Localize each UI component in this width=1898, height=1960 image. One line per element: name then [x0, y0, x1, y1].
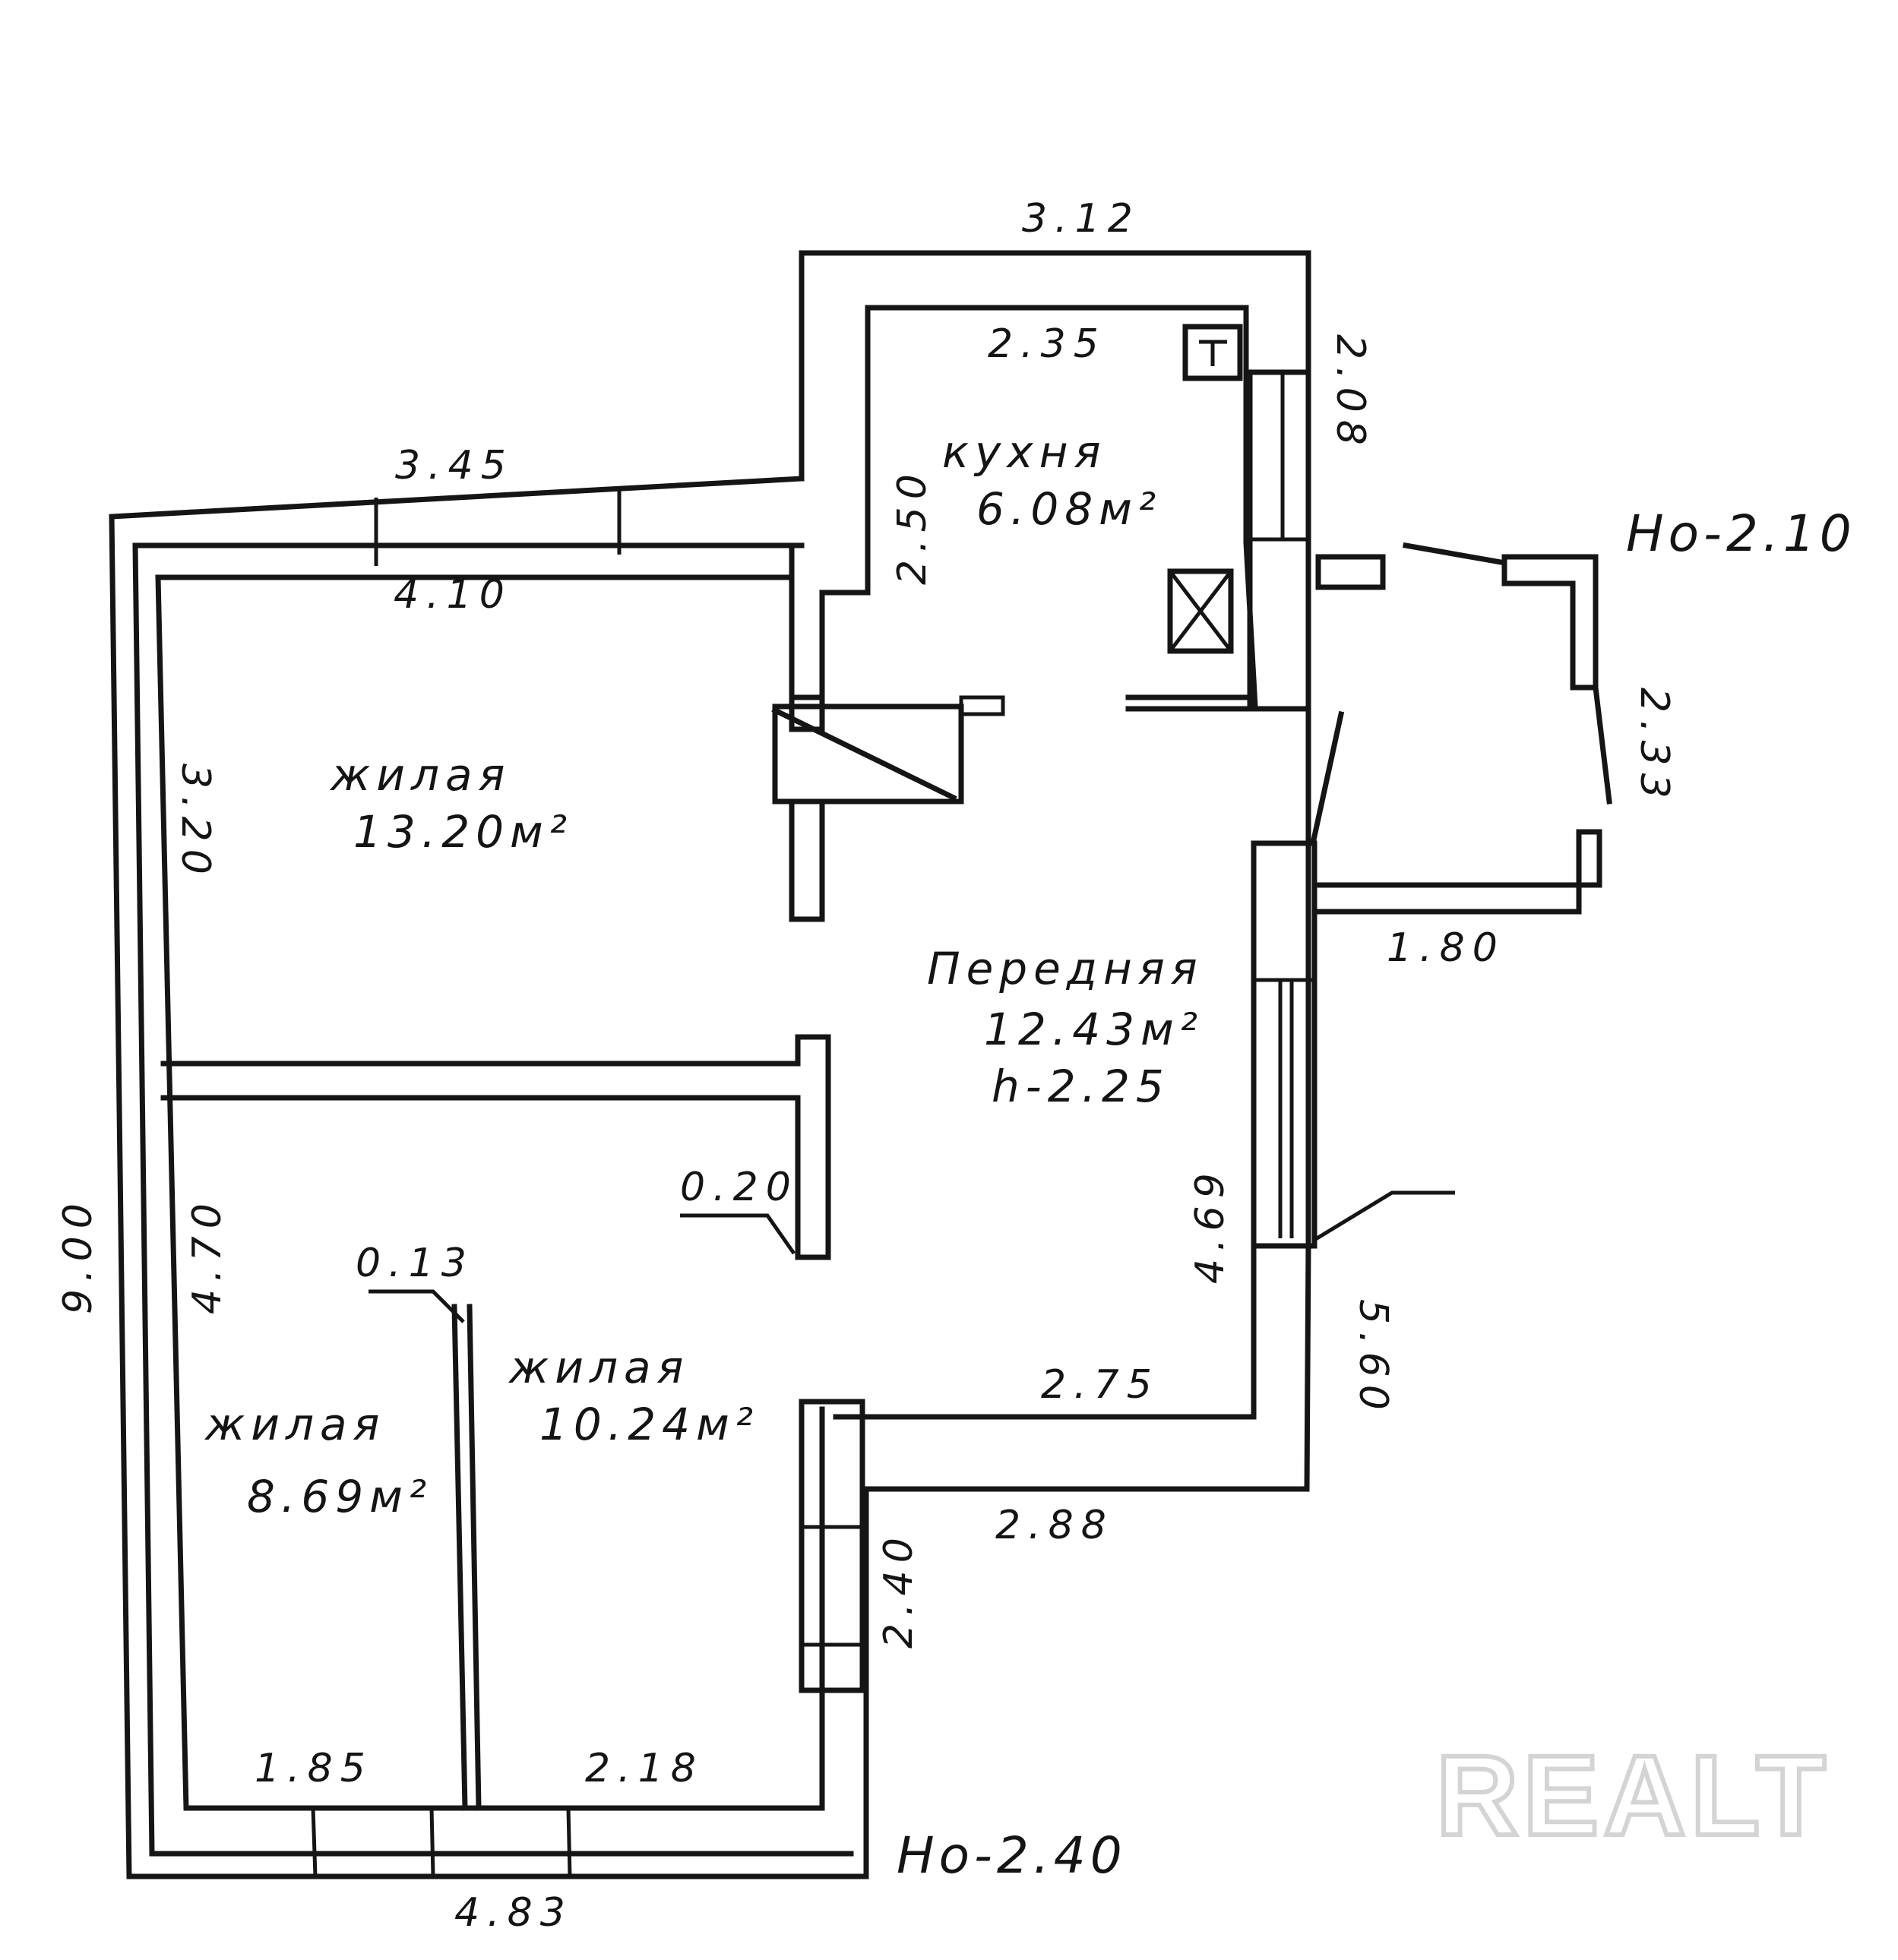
height-house: Нo-2.40 [897, 1826, 1127, 1885]
porch-wall-angle [1593, 684, 1612, 805]
porch-door-a [1402, 542, 1504, 566]
porch [1309, 542, 1612, 1242]
kitchen-area: 6.08м² [976, 483, 1162, 535]
sink-tap [1199, 340, 1227, 366]
thin-partition-a [451, 1304, 468, 1811]
thin-partition-b [467, 1304, 482, 1811]
porch-door-b [1309, 710, 1345, 847]
outer-wall-outer-line [109, 250, 1311, 1879]
porch-wall-top [1501, 554, 1599, 691]
living-mid-name: жилая [508, 1342, 689, 1393]
dim-porch-bottom: 1.80 [1387, 925, 1505, 971]
south-window-left [311, 1807, 318, 1877]
living-top-area: 13.20м² [353, 806, 573, 858]
leader-0-13 [369, 1289, 465, 1323]
hall-east-wall [1251, 840, 1318, 1249]
south-window-right [566, 1807, 572, 1877]
porch-leader [1313, 1190, 1455, 1242]
dim-north-inner: 4.10 [394, 572, 512, 618]
dim-partition-a: 0.20 [680, 1165, 799, 1210]
living-mid-area: 10.24м² [539, 1399, 759, 1450]
walls [109, 250, 1318, 1879]
dim-south-east: 2.40 [876, 1530, 922, 1649]
leaders [369, 1213, 796, 1323]
porch-step [1315, 554, 1386, 590]
stove [772, 703, 964, 805]
dim-partition-b: 0.13 [356, 1241, 474, 1286]
fixtures [771, 324, 1243, 805]
watermark-logo: REALT [1436, 1731, 1830, 1859]
stove-flue [959, 695, 1005, 716]
dim-north-outer: 3.45 [395, 443, 514, 488]
dim-south-left: 1.85 [255, 1746, 373, 1791]
living-small-name: жилая [204, 1399, 385, 1450]
dim-kitchen-top-inner: 2.35 [988, 321, 1106, 367]
kitchen-stove [1167, 568, 1234, 654]
leader-0-20 [680, 1213, 796, 1255]
kitchen-name: кухня [942, 426, 1107, 478]
living-small-area: 8.69м² [247, 1471, 432, 1522]
south-window-mid [429, 1807, 435, 1877]
dim-kitchen-left: 2.50 [890, 466, 935, 585]
dim-south-outer: 4.83 [454, 1890, 573, 1936]
south-step-wall [833, 1243, 1257, 1420]
dim-porch-side: 2.33 [1631, 688, 1677, 806]
dim-kitchen-top-outer: 3.12 [1022, 196, 1140, 242]
dim-east-outer: 5.60 [1350, 1299, 1396, 1418]
partition-stub-lower [789, 798, 825, 922]
outer-wall-inner-line [155, 574, 825, 1811]
dim-kitchen-side: 2.08 [1327, 334, 1373, 453]
height-porch: Нo-2.10 [1626, 504, 1856, 563]
dim-west-outer: 9.00 [55, 1196, 101, 1314]
porch-wall-bottom [1311, 829, 1602, 915]
dim-west-lower: 4.70 [185, 1196, 230, 1314]
living-partition [160, 1034, 831, 1260]
south-east-wall-block [799, 1399, 865, 1693]
dimension-labels: 3.12 2.35 2.08 2.50 3.45 4.10 3.20 9.00 … [55, 196, 1677, 1936]
hall-name: Передняя [927, 943, 1204, 994]
outer-wall-middle-line [132, 542, 854, 1857]
dim-step-inner: 2.75 [1041, 1362, 1159, 1408]
room-labels: кухня 6.08м² жилая 13.20м² Передняя 12.4… [204, 426, 1204, 1522]
dim-west-upper: 3.20 [172, 763, 218, 882]
kitchen-stove-cross [1169, 570, 1232, 653]
kitchen-sink [1182, 324, 1243, 381]
living-top-name: жилая [329, 749, 511, 801]
height-marks: Нo-2.10 Нo-2.40 [897, 504, 1856, 1885]
dim-step-outer: 2.88 [995, 1503, 1114, 1548]
dim-east-inner: 4.69 [1188, 1165, 1233, 1284]
dim-south-right: 2.18 [585, 1746, 704, 1791]
stove-diagonal [771, 707, 957, 801]
hall-area: 12.43м² [984, 1004, 1204, 1055]
hall-height: h-2.25 [992, 1061, 1170, 1112]
partition-stub-upper [789, 694, 825, 732]
